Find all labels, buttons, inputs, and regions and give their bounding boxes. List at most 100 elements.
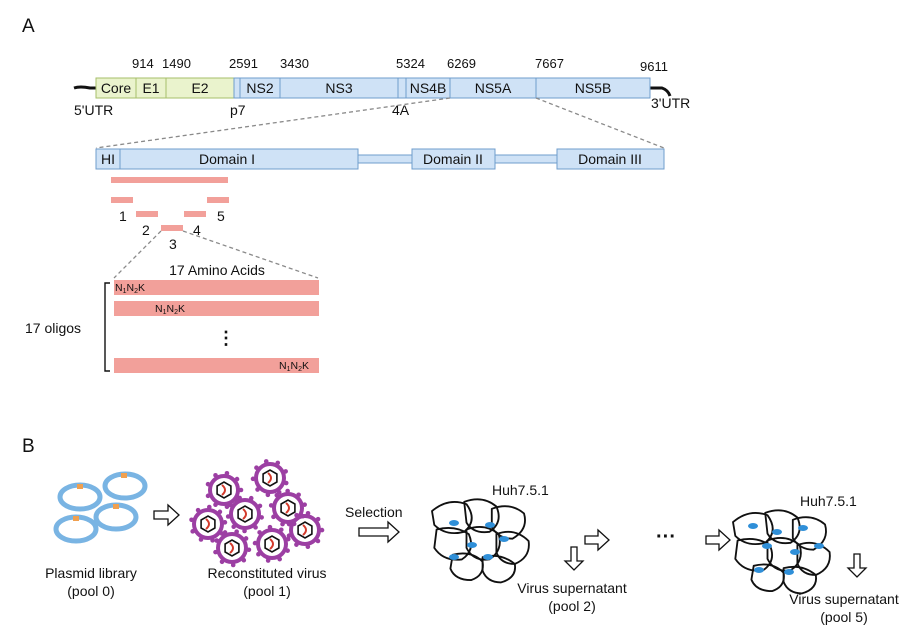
virus-pool: (pool 1)	[243, 583, 290, 599]
supernatant-label-2: Virus supernatant	[789, 591, 899, 607]
segment-ns5b	[535, 77, 651, 99]
oligo-zoom-left	[113, 230, 162, 279]
cell-culture-2	[732, 509, 831, 595]
cell-outline	[750, 563, 785, 593]
segment-label-ns3: NS3	[325, 80, 352, 96]
segment-label-e1: E1	[142, 80, 159, 96]
position-914: 914	[132, 56, 154, 71]
infected-cell-marker	[814, 543, 824, 549]
reconstituted-virus	[189, 459, 325, 568]
infected-cell-marker	[467, 542, 477, 548]
infected-cell-marker	[483, 554, 493, 560]
domain-2	[411, 148, 496, 170]
position-3430: 3430	[280, 56, 309, 71]
utr5-label: 5'UTR	[74, 102, 113, 118]
segment-label-ns5b: NS5B	[575, 80, 612, 96]
infected-cell-marker	[449, 554, 459, 560]
cell-outline	[431, 501, 473, 535]
fragment-label-4: 4	[193, 222, 201, 238]
cell-culture-1	[431, 498, 530, 584]
arrow-selection	[358, 520, 400, 544]
domain-3-label: Domain III	[578, 151, 642, 167]
workflow-ellipsis: ···	[656, 526, 676, 548]
position-1490: 1490	[162, 56, 191, 71]
virus-particle	[205, 470, 244, 510]
virus-particle	[189, 504, 228, 543]
oligo-motif-1: N1N2K	[115, 282, 145, 295]
fragment-label-2: 2	[142, 222, 150, 238]
oligo-header: 17 Amino Acids	[169, 262, 265, 278]
oligo-ellipsis: ⋮	[217, 328, 235, 348]
plasmid-insert-1	[77, 484, 83, 489]
segment-label-e2: E2	[191, 80, 208, 96]
infected-cell-marker	[798, 525, 808, 531]
oligo-zoom-right	[182, 230, 319, 279]
cell-line-label-2: Huh7.5.1	[800, 493, 857, 509]
oligo-2	[114, 301, 319, 316]
fragment-label-1: 1	[119, 208, 127, 224]
supernatant-pool-1: (pool 2)	[548, 598, 595, 614]
infected-cell-marker	[754, 567, 764, 573]
infected-cell-marker	[748, 523, 758, 529]
virus-particle	[213, 529, 252, 568]
fragment-full	[111, 177, 228, 183]
fragment-map: 1 2 3 4 5	[111, 177, 229, 252]
zoom-line-left	[95, 97, 451, 149]
cell-outline	[782, 565, 818, 595]
domain-1	[119, 148, 359, 170]
segment-label-ns2: NS2	[246, 80, 273, 96]
plasmid-insert-3	[113, 504, 119, 509]
fragment-3	[161, 225, 183, 231]
domain-hi-label: HI	[101, 151, 115, 167]
position-7667: 7667	[535, 56, 564, 71]
ns5a-domain-map: HI Domain I Domain II Domain III	[95, 148, 665, 170]
arrow-mid-1	[584, 528, 610, 552]
cell-outline	[449, 552, 484, 582]
oligo-bracket	[104, 282, 110, 372]
cell-outline	[764, 509, 801, 545]
infected-cell-marker	[485, 522, 495, 528]
infected-cell-marker	[784, 569, 794, 575]
genome-map: Core E1 E2 NS2 NS3 NS4B NS5A NS5B 914 14…	[73, 56, 690, 118]
virus-particle	[268, 488, 307, 527]
virus-particle	[252, 524, 291, 563]
arrow-down-1	[563, 546, 585, 571]
oligo-motif-17: N1N2K	[279, 360, 309, 373]
domain-1-label: Domain I	[199, 151, 255, 167]
zoom-line-right	[535, 97, 665, 149]
arrow-to-virus	[153, 503, 180, 527]
plasmid-insert-2	[121, 473, 127, 478]
fragment-2	[136, 211, 158, 217]
segment-label-ns5a: NS5A	[475, 80, 512, 96]
position-6269: 6269	[447, 56, 476, 71]
utr3-label: 3'UTR	[651, 95, 690, 111]
utr5-line	[73, 85, 96, 90]
domain-2-label: Domain II	[423, 151, 483, 167]
virus-particle	[250, 459, 289, 498]
infected-cell-marker	[762, 543, 772, 549]
cell-outline	[495, 530, 530, 565]
p7-label: p7	[230, 102, 246, 118]
fragment-1	[111, 197, 133, 203]
segment-ns4a	[397, 77, 407, 99]
position-9611: 9611	[640, 59, 668, 74]
utr3-line	[650, 86, 672, 97]
plasmid-insert-4	[73, 516, 79, 521]
linker-2	[494, 154, 558, 164]
oligo-library: 17 oligos N1N2K N1N2K N1N2K ⋮	[25, 280, 319, 373]
infected-cell-marker	[790, 549, 800, 555]
infected-cell-marker	[449, 520, 459, 526]
oligo-1	[114, 280, 319, 295]
plasmid-label: Plasmid library	[45, 565, 137, 581]
plasmid-library	[53, 471, 148, 544]
linker-1	[357, 154, 413, 164]
cell-line-label-1: Huh7.5.1	[492, 482, 549, 498]
plasmid-pool: (pool 0)	[67, 583, 114, 599]
virus-particle	[225, 495, 264, 534]
oligo-motif-2: N1N2K	[155, 303, 185, 316]
virus-particle	[286, 510, 325, 550]
supernatant-pool-2: (pool 5)	[820, 609, 867, 625]
arrow-down-2	[846, 553, 868, 578]
cell-outline	[796, 541, 831, 576]
cell-outline	[734, 538, 773, 572]
